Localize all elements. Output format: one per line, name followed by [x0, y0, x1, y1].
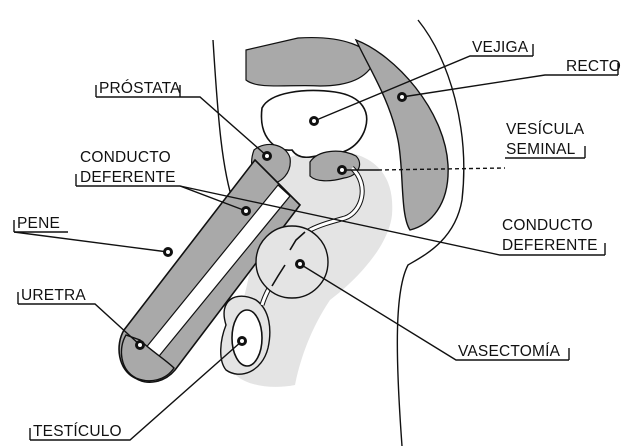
label-conducto-right-line1: CONDUCTO — [502, 217, 593, 234]
label-conducto-left-line1: CONDUCTO — [80, 149, 171, 166]
label-vesicula-line1: VESÍCULA — [506, 121, 585, 138]
pubic-bone — [246, 38, 374, 86]
label-vesicula-line2: SEMINAL — [506, 141, 576, 158]
label-recto: RECTO — [566, 58, 621, 75]
label-conducto-left-line2: DEFERENTE — [80, 169, 176, 186]
label-conducto-right-line2: DEFERENTE — [502, 237, 598, 254]
label-prostata: PRÓSTATA — [99, 80, 181, 97]
label-vejiga: VEJIGA — [472, 39, 529, 56]
label-testiculo: TESTÍCULO — [33, 423, 122, 440]
testicle — [232, 310, 262, 366]
label-vasectomia: VASECTOMÍA — [458, 343, 561, 360]
label-uretra: URETRA — [21, 287, 86, 304]
label-pene: PENE — [17, 215, 60, 232]
vasectomy-circle — [256, 226, 328, 298]
